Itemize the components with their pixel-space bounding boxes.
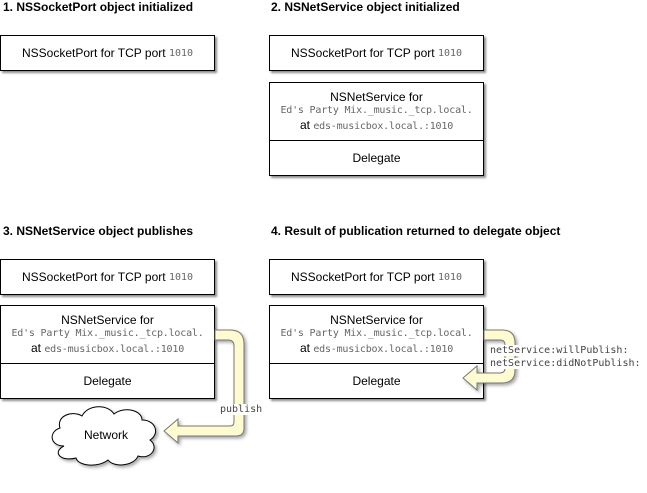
callback-did-not-publish: netService:didNotPublish: — [489, 358, 642, 369]
network-cloud-icon — [51, 406, 157, 466]
callback-will-publish: netService:willPublish: — [489, 345, 630, 356]
net-service-description: NSNetService for Ed's Party Mix._music._… — [270, 306, 483, 364]
net-service-description: NSNetService for Ed's Party Mix._music._… — [270, 83, 483, 141]
socket-port-label: NSSocketPort for TCP port — [290, 46, 435, 60]
net-service-box-4: NSNetService for Ed's Party Mix._music._… — [269, 305, 484, 399]
delegate-section: Delegate — [83, 374, 132, 388]
socket-port-box-2: NSSocketPort for TCP port 1010 — [269, 35, 484, 71]
panel-1-title: 1. NSSocketPort object initialized — [3, 0, 194, 14]
socket-port-label: NSSocketPort for TCP port — [21, 270, 166, 284]
net-service-host: eds-musicbox.local.:1010 — [313, 343, 454, 355]
net-service-at: at — [299, 117, 310, 132]
net-service-host: eds-musicbox.local.:1010 — [313, 120, 454, 132]
panel-2-title: 2. NSNetService object initialized — [271, 0, 460, 14]
net-service-name: Ed's Party Mix._music._tcp.local. — [280, 327, 473, 339]
socket-port-label: NSSocketPort for TCP port — [290, 270, 435, 284]
publish-label: publish — [219, 404, 264, 415]
socket-port-box-3: NSSocketPort for TCP port 1010 — [0, 259, 215, 295]
socket-port-number: 1010 — [168, 271, 194, 283]
net-service-name: Ed's Party Mix._music._tcp.local. — [11, 327, 204, 339]
net-service-heading: NSNetService for — [330, 89, 423, 104]
network-label: Network — [83, 428, 128, 442]
net-service-at: at — [299, 340, 310, 355]
delegate-section: Delegate — [352, 374, 401, 388]
net-service-at: at — [30, 340, 41, 355]
socket-port-box-1: NSSocketPort for TCP port 1010 — [0, 35, 215, 71]
net-service-box-2: NSNetService for Ed's Party Mix._music._… — [269, 82, 484, 176]
net-service-heading: NSNetService for — [61, 312, 154, 327]
socket-port-number: 1010 — [437, 47, 463, 59]
socket-port-label: NSSocketPort for TCP port — [21, 46, 166, 60]
socket-port-number: 1010 — [437, 271, 463, 283]
panel-4-title: 4. Result of publication returned to del… — [271, 224, 561, 238]
net-service-name: Ed's Party Mix._music._tcp.local. — [280, 104, 473, 116]
socket-port-box-4: NSSocketPort for TCP port 1010 — [269, 259, 484, 295]
net-service-description: NSNetService for Ed's Party Mix._music._… — [1, 306, 214, 364]
net-service-box-3: NSNetService for Ed's Party Mix._music._… — [0, 305, 215, 399]
net-service-heading: NSNetService for — [330, 312, 423, 327]
delegate-section: Delegate — [352, 151, 401, 165]
publish-arrow — [163, 329, 245, 445]
panel-3-title: 3. NSNetService object publishes — [3, 224, 194, 238]
net-service-host: eds-musicbox.local.:1010 — [44, 343, 185, 355]
callback-arrow — [462, 329, 516, 392]
socket-port-number: 1010 — [168, 47, 194, 59]
